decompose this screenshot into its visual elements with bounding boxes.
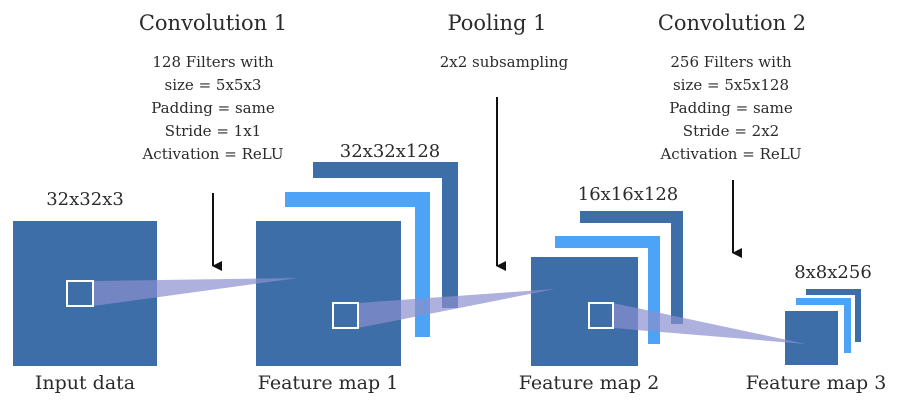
description-line: Stride = 1x1 <box>165 122 261 140</box>
feature-map-2-window-outline <box>588 302 614 329</box>
description-line: Padding = same <box>151 99 275 117</box>
stage-description-convolution-2: 256 Filters with size = 5x5x128 Padding … <box>659 53 801 163</box>
stage-title-pooling-1: Pooling 1 <box>447 11 546 35</box>
feature-map-1-caption: Feature map 1 <box>258 372 399 394</box>
input-data-dims: 32x32x3 <box>46 189 124 210</box>
stage-description-convolution-1: 128 Filters with size = 5x5x3 Padding = … <box>141 53 283 163</box>
description-line: 2x2 subsampling <box>440 53 569 71</box>
receptive-field-projection-3 <box>613 303 806 344</box>
feature-map-2-dims: 16x16x128 <box>578 184 678 205</box>
stage-description-pooling-1: 2x2 subsampling <box>440 53 569 71</box>
feature-map-1-window-outline <box>332 302 359 329</box>
feature-map-3-dims: 8x8x256 <box>794 262 872 283</box>
stage-title-convolution-1: Convolution 1 <box>139 11 287 35</box>
feature-map-3-layer-front <box>785 311 838 365</box>
receptive-field-projection-1 <box>93 278 298 306</box>
receptive-field-projection-2 <box>358 289 555 328</box>
description-line: size = 5x5x3 <box>165 76 262 94</box>
description-line: Padding = same <box>669 99 793 117</box>
description-line: size = 5x5x128 <box>673 76 789 94</box>
description-line: Activation = ReLU <box>659 145 801 163</box>
description-line: 128 Filters with <box>152 53 274 71</box>
description-line: Stride = 2x2 <box>683 122 779 140</box>
feature-map-1-layer-front <box>256 221 401 366</box>
stage-title-convolution-2: Convolution 2 <box>658 11 806 35</box>
input-data-caption: Input data <box>35 372 135 394</box>
feature-map-3-caption: Feature map 3 <box>746 372 887 394</box>
input-window-outline <box>66 280 94 307</box>
feature-map-1-dims: 32x32x128 <box>340 141 440 162</box>
description-line: 256 Filters with <box>670 53 792 71</box>
description-line: Activation = ReLU <box>141 145 283 163</box>
feature-map-2-caption: Feature map 2 <box>519 372 660 394</box>
